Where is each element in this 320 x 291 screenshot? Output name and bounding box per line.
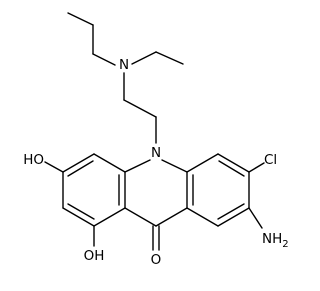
bond-carbonyl-left [124,207,157,227]
bond-r5 [217,207,250,227]
side-chain-bonds [67,12,184,144]
atom-label-amino-main: NH [262,231,282,247]
bond-l6 [93,207,126,227]
atom-label-chloro: Cl [264,152,277,168]
bond-l2 [93,153,126,173]
atom-label-hydroxy-3: HO [23,152,44,168]
bond-carbonyl-right [155,207,188,227]
bond-r2 [186,153,219,173]
bond-ethyl2-ch3 [155,51,184,65]
bond-l3 [62,153,95,173]
bond-r3 [217,153,250,173]
bond-ethyl1-n [92,53,116,66]
left-ring-bonds [44,153,126,247]
bond-ethylene [123,99,157,118]
bond-r6 [186,207,219,227]
bond-r3-inner [218,160,245,177]
atom-label-hydroxy-1: OH [84,248,105,264]
bond-n-ethyl2 [131,51,157,65]
bond-l5 [62,207,95,227]
central-ring-bonds [124,159,188,251]
bond-l5-inner [67,203,95,220]
bond-ethyl1-ch3 [67,12,94,26]
bond-ringn-right [161,159,188,173]
atom-label-amine-n: N [119,57,129,73]
bond-ringn-left [124,159,151,173]
bond-r-nh2 [248,207,263,229]
bond-r-cl [248,162,265,173]
atom-label-carbonyl-o: O [151,252,162,268]
bond-l3-inner [67,160,94,177]
right-ring-bonds [186,153,265,229]
bond-r5-inner [217,203,245,220]
atom-label-amino-subscript: 2 [282,239,288,250]
atom-labels: N N Cl NH2 HO OH O [23,57,288,268]
atom-label-amino: NH2 [262,231,289,250]
atom-label-ring-n: N [151,145,161,161]
bond-l-oh3 [44,161,64,173]
